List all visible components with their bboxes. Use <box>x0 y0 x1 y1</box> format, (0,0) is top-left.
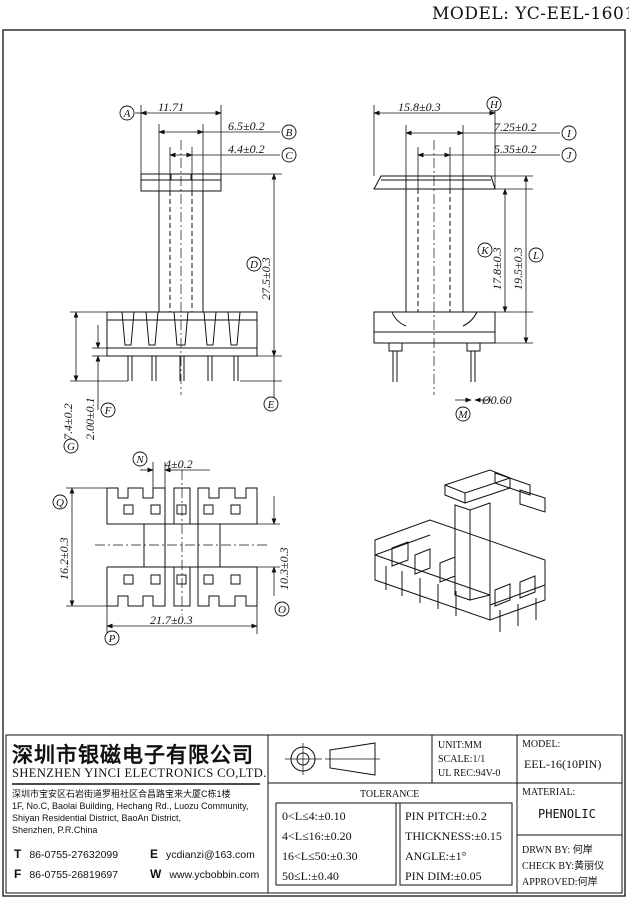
dim-d-value: 27.5±0.3 <box>259 257 273 300</box>
dim-n-value: 4±0.2 <box>165 457 193 471</box>
tolerance-row-3: 16<L≤50:±0.30 <box>282 849 358 863</box>
reference-marker-letters: A B C D E F G H I J K L M N Q O P <box>56 99 573 645</box>
unit-label: UNIT:MM <box>438 740 482 751</box>
side-view-dimensions <box>373 105 560 403</box>
tolerance-row-1: 0<L≤4:±0.10 <box>282 809 346 823</box>
svg-text:F: F <box>104 405 112 417</box>
company-name-en: SHENZHEN YINCI ELECTRONICS CO,LTD. <box>12 766 267 780</box>
dim-c-value: 4.4±0.2 <box>228 142 265 156</box>
dimension-labels: 11.71 6.5±0.2 4.4±0.2 27.5±0.3 7.4±0.2 2… <box>57 100 537 627</box>
dim-a-value: 11.71 <box>158 100 184 114</box>
address-en-line-1: 1F, No.C, Baolai Building, Hechang Rd., … <box>12 801 249 811</box>
fax-number: 86-0755-26819697 <box>29 869 119 881</box>
bottom-view-dimensions <box>66 462 280 634</box>
address-en-line-2: Shiyan Residential District, BaoAn Distr… <box>12 813 182 823</box>
check-by: CHECK BY:黄丽仪 <box>522 861 605 872</box>
dim-f-value: 2.00±0.1 <box>83 397 97 440</box>
svg-text:C: C <box>285 150 293 162</box>
address-en-line-3: Shenzhen, P.R.China <box>12 825 98 835</box>
dim-q-value: 16.2±0.3 <box>57 537 71 580</box>
tolerance-row-4: 50≤L:±0.40 <box>282 869 339 883</box>
tolerance-row-2: 4<L≤16:±0.20 <box>282 829 352 843</box>
svg-text:Q: Q <box>56 497 64 509</box>
angle-tolerance: ANGLE:±1° <box>405 849 467 863</box>
pin-dim-tolerance: PIN DIM:±0.05 <box>405 869 482 883</box>
svg-text:M: M <box>457 409 468 421</box>
svg-text:I: I <box>566 128 572 140</box>
side-view <box>373 140 496 395</box>
pin-pitch-tolerance: PIN PITCH:±0.2 <box>405 809 487 823</box>
front-view-dimensions <box>70 105 282 410</box>
dim-h-value: 15.8±0.3 <box>398 100 441 114</box>
dim-b-value: 6.5±0.2 <box>228 119 265 133</box>
dim-g-value: 7.4±0.2 <box>61 403 75 440</box>
model-title: MODEL: YC-EEL-1601 <box>432 4 629 24</box>
dim-j-value: 5.35±0.2 <box>494 142 537 156</box>
dim-i-value: 7.25±0.2 <box>494 120 537 134</box>
company-name-cn: 深圳市银磁电子有限公司 <box>12 742 254 767</box>
dim-o-value: 10.3±0.3 <box>277 547 291 590</box>
svg-text:N: N <box>135 454 144 466</box>
model-value: EEL-16(10PIN) <box>524 757 602 771</box>
svg-text:D: D <box>249 259 258 271</box>
reference-markers <box>52 96 577 646</box>
title-block <box>5 734 623 894</box>
email-address: ycdianzi@163.com <box>166 849 255 861</box>
ul-rec-label: UL REC:94V-0 <box>438 768 501 779</box>
dim-m-value: Ø0.60 <box>481 393 512 407</box>
material-value: PHENOLIC <box>538 807 596 821</box>
drawing-frame <box>2 29 626 897</box>
tolerance-label: TOLERANCE <box>360 789 420 800</box>
dim-l-value: 19.5±0.3 <box>511 247 525 290</box>
phone-number: 86-0755-27632099 <box>29 849 119 861</box>
svg-text:E: E <box>267 399 275 411</box>
svg-text:J: J <box>567 150 573 162</box>
drawn-by: DRWN BY: 何岸 <box>522 845 593 856</box>
material-label: MATERIAL: <box>522 787 576 798</box>
website: www.ycbobbin.com <box>169 869 260 881</box>
dim-k-value: 17.8±0.3 <box>490 247 504 290</box>
svg-text:P: P <box>108 633 116 645</box>
svg-text:B: B <box>286 127 293 139</box>
isometric-view <box>374 469 546 632</box>
thickness-tolerance: THICKNESS:±0.15 <box>405 829 502 843</box>
model-label: MODEL: <box>522 739 561 750</box>
approved-by: APPROVED:何岸 <box>522 877 598 888</box>
bottom-view <box>95 470 270 615</box>
svg-text:L: L <box>532 250 539 262</box>
svg-text:H: H <box>489 99 499 111</box>
svg-text:G: G <box>67 441 75 453</box>
front-view <box>106 140 258 395</box>
dim-p-value: 21.7±0.3 <box>150 613 193 627</box>
svg-text:O: O <box>278 604 286 616</box>
svg-text:A: A <box>123 108 131 120</box>
svg-text:K: K <box>480 245 489 257</box>
scale-label: SCALE:1/1 <box>438 754 486 765</box>
address-cn: 深圳市宝安区石岩街道罗租社区合昌路宝来大厦C栋1楼 <box>12 789 231 799</box>
